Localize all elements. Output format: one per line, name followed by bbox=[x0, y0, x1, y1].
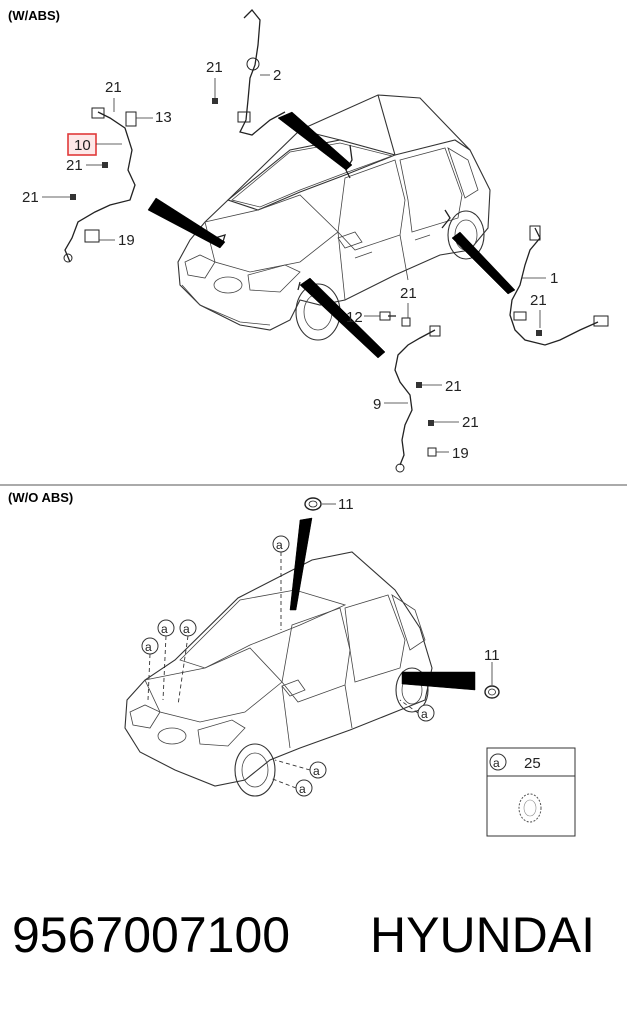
svg-text:a: a bbox=[145, 640, 152, 654]
car-illustration-top bbox=[177, 94, 491, 341]
grommet-part-11-right bbox=[484, 685, 500, 699]
plug-icon bbox=[518, 793, 542, 823]
svg-text:a: a bbox=[183, 622, 190, 636]
callout-21-a: 21 bbox=[206, 59, 223, 76]
footer-brand: HYUNDAI bbox=[370, 907, 595, 963]
callout-2: 2 bbox=[273, 67, 281, 84]
callout-21-c: 21 bbox=[66, 157, 83, 174]
pointer-arrow-front-right bbox=[299, 277, 386, 359]
sensor-part-10 bbox=[63, 107, 137, 263]
sensor-part-2 bbox=[237, 9, 286, 136]
callout-21-f: 21 bbox=[400, 285, 417, 302]
pointer-arrow-rear-wheel bbox=[401, 671, 476, 691]
callout-19-b: 19 bbox=[452, 445, 469, 462]
section-title-without-abs: (W/O ABS) bbox=[8, 490, 73, 505]
callout-19-a: 19 bbox=[118, 232, 135, 249]
callout-13: 13 bbox=[155, 109, 172, 126]
callout-21-d: 21 bbox=[22, 189, 39, 206]
section-title-with-abs: (W/ABS) bbox=[8, 8, 60, 23]
svg-text:a: a bbox=[313, 764, 320, 778]
pointer-arrow-roof bbox=[289, 517, 313, 611]
callout-12: 12 bbox=[346, 309, 363, 326]
legend-key: a bbox=[493, 756, 500, 770]
callout-9: 9 bbox=[373, 396, 381, 413]
callout-10-highlight bbox=[67, 133, 97, 156]
grommet-part-11-top bbox=[304, 497, 322, 511]
callout-11-a: 11 bbox=[338, 496, 354, 513]
callout-a: a bbox=[276, 538, 283, 552]
sensor-part-1 bbox=[509, 225, 609, 346]
sensor-part-9 bbox=[379, 311, 441, 473]
car-illustration-bottom bbox=[124, 551, 433, 797]
callout-10: 10 bbox=[74, 137, 91, 154]
legend-part-number: 25 bbox=[524, 755, 541, 772]
legend-box: a 25 bbox=[486, 747, 576, 837]
callout-21-h: 21 bbox=[462, 414, 479, 431]
plug-callouts-a: a a a a a a a bbox=[141, 535, 435, 797]
pointer-arrow-rear-top bbox=[277, 111, 353, 171]
callout-21-e: 21 bbox=[530, 292, 547, 309]
footer-part-number: 9567007100 bbox=[12, 907, 290, 963]
callout-21-b: 21 bbox=[105, 79, 122, 96]
svg-text:a: a bbox=[299, 782, 306, 796]
callout-21-g: 21 bbox=[445, 378, 462, 395]
callout-1: 1 bbox=[550, 270, 558, 287]
svg-text:a: a bbox=[421, 707, 428, 721]
callout-11-b: 11 bbox=[484, 647, 500, 664]
pointer-arrow-rear-right bbox=[451, 231, 516, 295]
pointer-arrow-front-left bbox=[147, 197, 226, 249]
svg-text:a: a bbox=[161, 622, 168, 636]
